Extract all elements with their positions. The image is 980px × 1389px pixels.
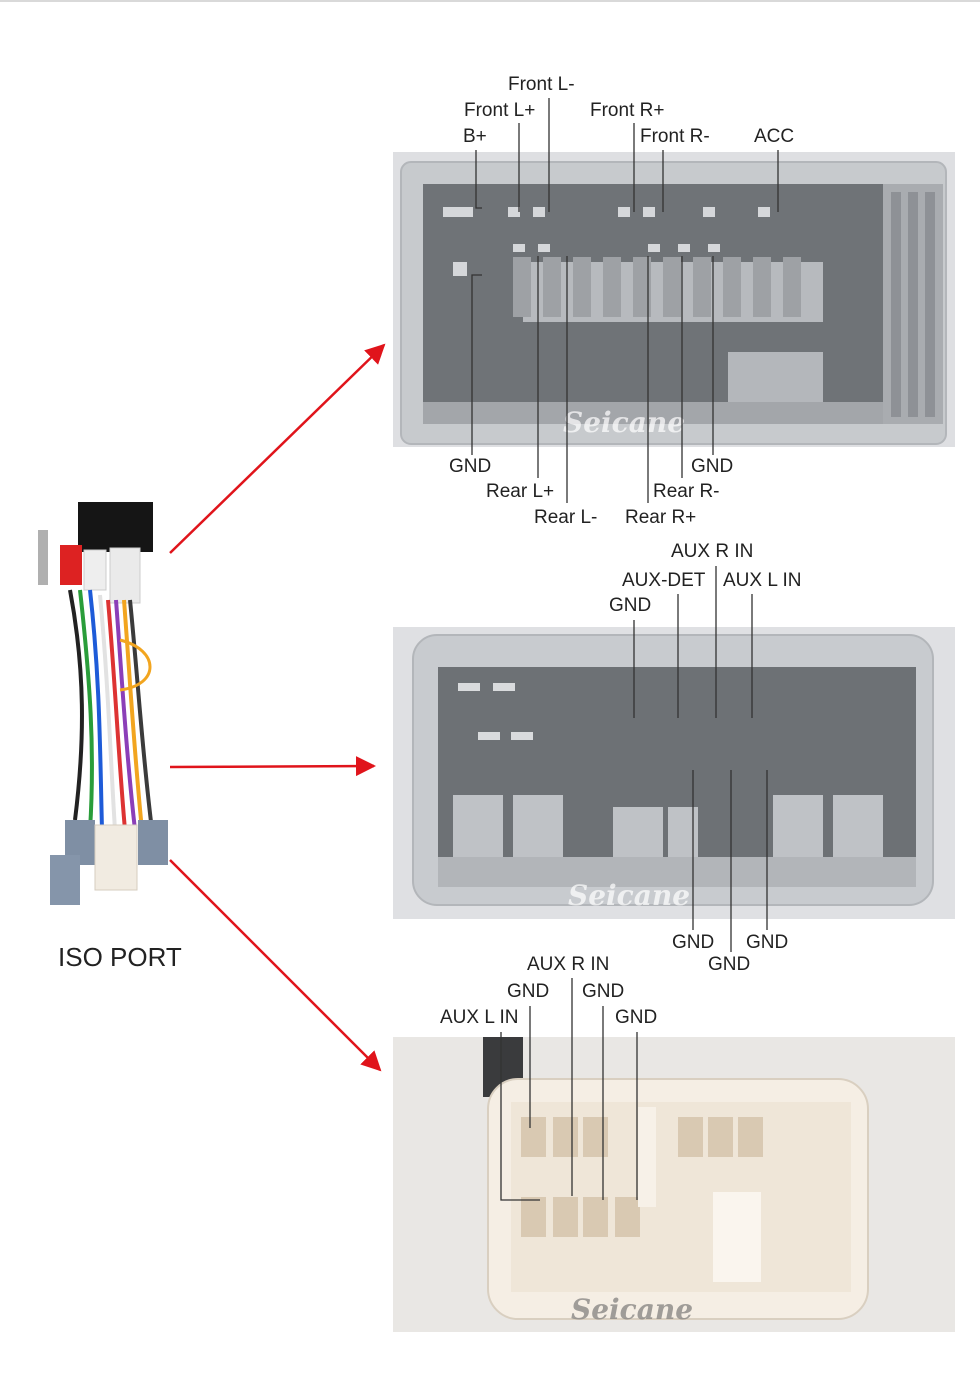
label-rear-r-plus: Rear R+	[625, 507, 697, 528]
label-rear-r-minus: Rear R-	[653, 481, 720, 502]
top-divider	[0, 0, 980, 2]
label-aux-r-in-2: AUX R IN	[671, 541, 754, 562]
label-gnd-2b: GND	[672, 932, 715, 953]
arrow-to-connector-3	[169, 859, 382, 1072]
watermark-1: Seicane	[563, 406, 685, 439]
label-gnd-2a: GND	[609, 595, 652, 616]
label-gnd-3a: GND	[507, 981, 550, 1002]
label-aux-l-in-3: AUX L IN	[440, 1007, 519, 1028]
leader-b-plus	[475, 150, 482, 209]
label-front-r-minus: Front R-	[640, 126, 710, 147]
label-acc: ACC	[754, 126, 795, 147]
label-b-plus: B+	[463, 126, 487, 147]
label-rear-l-minus: Rear L-	[534, 507, 598, 528]
leader-aux-l-in-3	[500, 1032, 540, 1201]
label-aux-l-in-2: AUX L IN	[723, 570, 802, 591]
label-front-r-plus: Front R+	[590, 100, 665, 121]
label-gnd-1a: GND	[449, 456, 492, 477]
harness-drawing	[38, 502, 168, 905]
label-rear-l-plus: Rear L+	[486, 481, 555, 502]
label-front-l-minus: Front L-	[508, 74, 575, 95]
label-gnd-2d: GND	[746, 932, 789, 953]
label-gnd-3b: GND	[582, 981, 625, 1002]
connector-3-drawing: Seicane	[393, 1037, 955, 1332]
connector-1-drawing: Seicane	[393, 152, 955, 447]
arrow-to-connector-2	[169, 756, 376, 777]
connector-3-photo: Seicane	[393, 1037, 955, 1332]
watermark-3: Seicane	[571, 1293, 693, 1326]
label-aux-det: AUX-DET	[622, 570, 706, 591]
harness-photo	[30, 500, 180, 920]
iso-port-label: ISO PORT	[58, 942, 182, 972]
connector-1-photo: Seicane	[393, 152, 955, 447]
label-aux-r-in-3: AUX R IN	[527, 954, 610, 975]
label-front-l-plus: Front L+	[464, 100, 536, 121]
leader-gnd-1a	[471, 274, 482, 455]
watermark-2: Seicane	[568, 879, 690, 912]
arrow-to-connector-1	[169, 343, 386, 554]
label-gnd-2c: GND	[708, 954, 751, 975]
label-gnd-3c: GND	[615, 1007, 658, 1028]
label-gnd-1b: GND	[691, 456, 734, 477]
